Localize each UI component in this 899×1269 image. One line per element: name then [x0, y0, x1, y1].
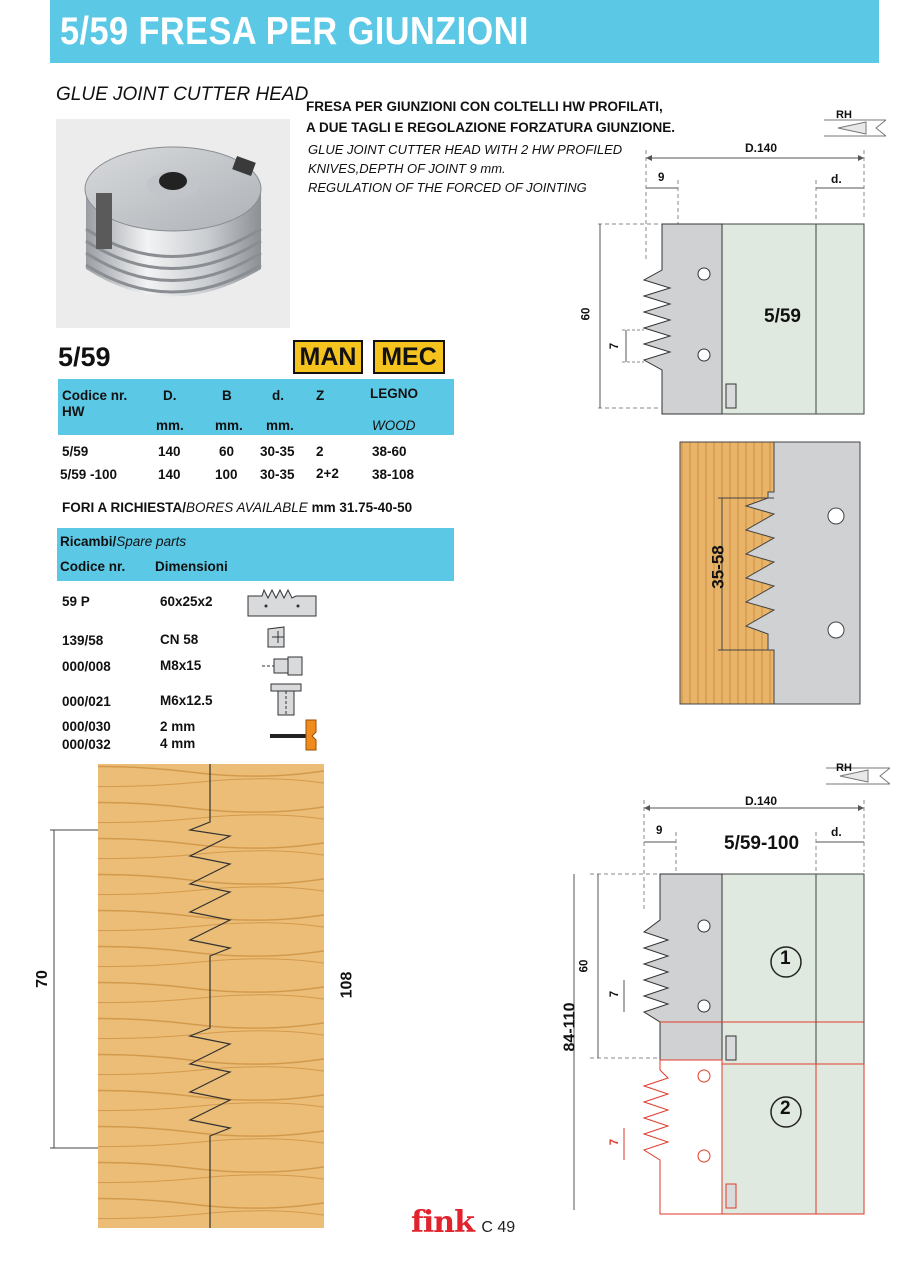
spare-dim-6: 4 mm — [160, 736, 196, 751]
hex-key-icon — [270, 719, 317, 751]
description-it-line1: FRESA PER GIUNZIONI CON COLTELLI HW PROF… — [306, 99, 663, 114]
spare-code-5: 000/030 — [62, 719, 111, 734]
spare-dim-4: M6x12.5 — [160, 693, 213, 708]
page-number: C 49 — [481, 1219, 516, 1236]
badge-man: MAN — [293, 340, 363, 374]
spare-dim-3: M8x15 — [160, 658, 202, 673]
product-code: 5/59 — [58, 342, 111, 372]
header-width: B — [222, 388, 232, 403]
seven-label-bottom: 7 — [609, 990, 622, 998]
wood-range-label: 35-58 — [708, 545, 728, 589]
circle-label-1: 1 — [780, 948, 791, 969]
knife-icon — [247, 588, 317, 617]
d140-label-bottom: D.140 — [745, 794, 778, 808]
cutter-section-diagram — [598, 119, 886, 415]
nine-label-top: 9 — [658, 172, 665, 184]
d-label-top: d. — [831, 172, 842, 186]
description-en-line3: REGULATION OF THE FORCED OF JOINTING — [308, 180, 587, 195]
page-title: 5/59 FRESA PER GIUNZIONI — [60, 10, 529, 53]
unit-bore: mm. — [266, 418, 294, 433]
bores-available: FORI A RICHIESTA/BORES AVAILABLE mm 31.7… — [62, 500, 412, 515]
spare-code-4: 000/021 — [62, 694, 111, 709]
row2-bore: 30-35 — [260, 467, 295, 482]
header-code: Codice nr. — [62, 388, 128, 403]
row2-b: 100 — [215, 467, 238, 482]
spare-dim-5: 2 mm — [160, 719, 196, 734]
screw-m8-icon — [262, 656, 303, 676]
header-legno: LEGNO — [370, 386, 419, 401]
spare-col-code: Codice nr. — [60, 559, 126, 574]
row1-b: 60 — [219, 444, 235, 459]
fink-logo: fink — [411, 1205, 475, 1240]
spare-code-3: 000/008 — [62, 659, 111, 674]
spec-table-header — [58, 379, 454, 435]
product-photo — [56, 119, 290, 328]
screw-m6-icon — [270, 683, 302, 716]
rh-label-top: RH — [836, 109, 852, 121]
header-diameter: D. — [163, 388, 177, 403]
spare-title-it: Ricambi/ — [60, 534, 117, 549]
seven-label-red: 7 — [609, 1138, 622, 1146]
spare-parts-title: Ricambi/Spare parts — [60, 534, 186, 549]
d-label-bottom: d. — [831, 825, 842, 839]
header-z: Z — [316, 388, 325, 403]
row2-z: 2+2 — [316, 466, 339, 481]
footer: fink C 49 — [411, 1205, 515, 1240]
spare-code-2: 139/58 — [62, 633, 104, 648]
spare-dim-2: CN 58 — [160, 632, 199, 647]
sixty-label-bottom: 60 — [578, 959, 591, 973]
cutter-section-diagram-100 — [573, 767, 890, 1215]
bores-values: mm 31.75-40-50 — [307, 500, 413, 515]
board-dim-left: 70 — [33, 970, 51, 988]
glued-board-illustration — [50, 764, 324, 1228]
sixty-label-top: 60 — [580, 307, 593, 321]
spare-title-en: Spare parts — [116, 534, 187, 549]
header-wood: WOOD — [372, 418, 416, 433]
spare-code-1: 59 P — [62, 594, 90, 609]
spare-parts-header — [57, 528, 454, 581]
description-en-line1: GLUE JOINT CUTTER HEAD WITH 2 HW PROFILE… — [308, 142, 623, 157]
row1-bore: 30-35 — [260, 444, 295, 459]
row2-d: 140 — [158, 467, 181, 482]
row2-code: 5/59 -100 — [60, 467, 118, 482]
row1-z: 2 — [316, 444, 324, 459]
header-hw: HW — [62, 404, 85, 419]
row1-d: 140 — [158, 444, 181, 459]
description-it-line2: A DUE TAGLI E REGOLAZIONE FORZATURA GIUN… — [306, 120, 675, 135]
board-dim-right: 108 — [338, 971, 356, 999]
cutter-label-top: 5/59 — [764, 306, 801, 327]
spare-dim-1: 60x25x2 — [160, 594, 213, 609]
counter-knife-icon — [267, 626, 285, 648]
cutter-head-illustration — [56, 119, 290, 328]
row1-legno: 38-60 — [372, 444, 407, 459]
header-bore: d. — [272, 388, 284, 403]
range-label-bottom: 84-110 — [561, 1002, 579, 1052]
description-en-line2: KNIVES,DEPTH OF JOINT 9 mm. — [308, 161, 506, 176]
title-bar: 5/59 FRESA PER GIUNZIONI — [50, 0, 879, 63]
product-subtitle: GLUE JOINT CUTTER HEAD — [56, 84, 309, 105]
seven-label-top: 7 — [609, 342, 622, 350]
unit-b: mm. — [215, 418, 243, 433]
wood-joint-diagram — [679, 441, 861, 705]
row2-legno: 38-108 — [372, 467, 415, 482]
unit-d: mm. — [156, 418, 184, 433]
circle-label-2: 2 — [780, 1098, 791, 1119]
rh-label-bottom: RH — [836, 762, 852, 774]
row1-code: 5/59 — [62, 444, 89, 459]
nine-label-bottom: 9 — [656, 825, 663, 837]
bores-label-en: BORES AVAILABLE — [186, 500, 308, 515]
badge-mec: MEC — [373, 340, 445, 374]
cutter-label-bottom: 5/59-100 — [724, 833, 800, 854]
d140-label-top: D.140 — [745, 141, 778, 155]
spare-col-dim: Dimensioni — [155, 559, 228, 574]
bores-label-it: FORI A RICHIESTA/ — [62, 500, 186, 515]
spare-code-6: 000/032 — [62, 737, 111, 752]
